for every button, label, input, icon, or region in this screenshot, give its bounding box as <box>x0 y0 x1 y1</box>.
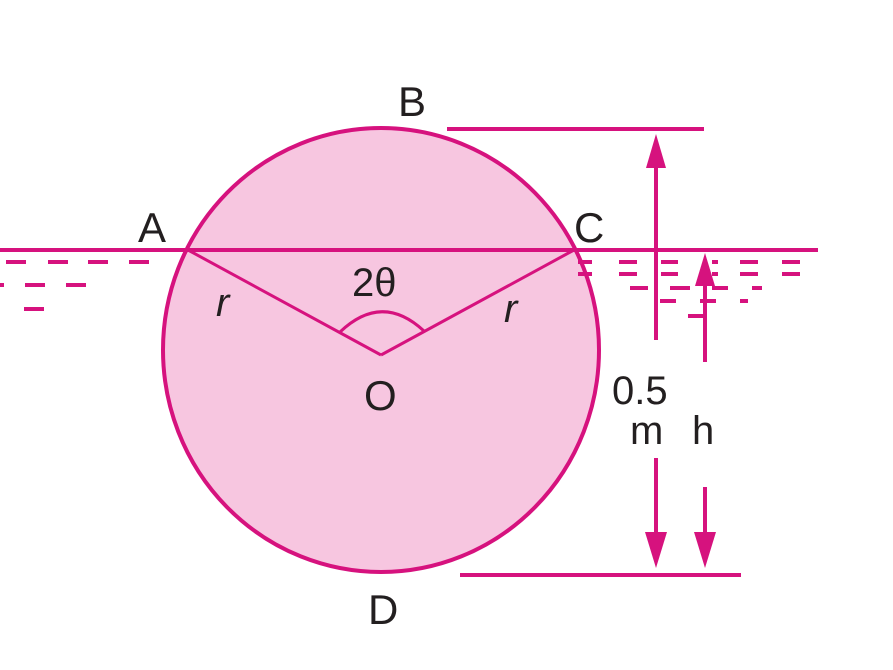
diameter-arrow-up-head-icon <box>646 134 666 168</box>
point-label-o: O <box>364 372 397 419</box>
diameter-arrow-down-head-icon <box>645 532 667 568</box>
radius-label-right: r <box>504 287 519 331</box>
angle-arc <box>338 310 426 334</box>
depth-arrow-down-head-icon <box>694 532 716 568</box>
radius-label-left: r <box>216 281 231 325</box>
water-hatch-right <box>578 260 800 318</box>
diameter-value-label: 0.5 <box>612 369 668 413</box>
point-label-d: D <box>368 586 398 633</box>
diameter-unit-label: m <box>630 409 663 453</box>
cylinder-circle <box>161 126 601 574</box>
point-label-a: A <box>138 204 166 251</box>
depth-arrow-up-head-icon <box>695 253 715 286</box>
point-label-b: B <box>398 78 426 125</box>
depth-label: h <box>692 409 714 453</box>
water-hatch-left <box>0 260 149 311</box>
radius-line-left <box>187 248 382 357</box>
angle-label: 2θ <box>352 261 397 305</box>
radius-line-right <box>380 248 575 357</box>
point-label-c: C <box>574 204 604 251</box>
